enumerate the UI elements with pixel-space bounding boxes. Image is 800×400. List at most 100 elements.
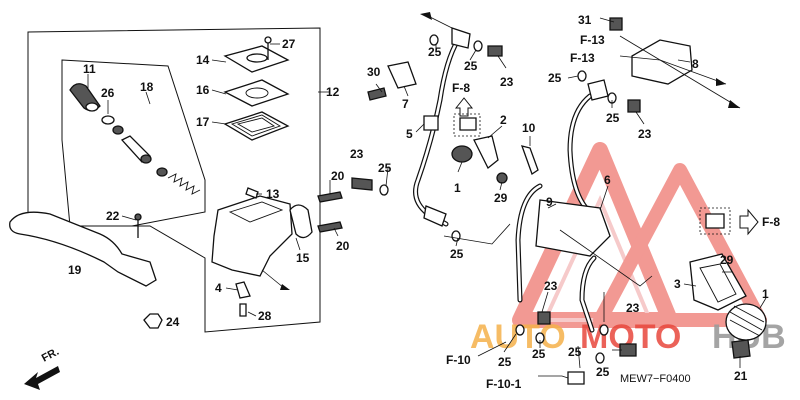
hose-clamp [423, 115, 439, 131]
callout-23c: 23 [638, 127, 652, 141]
callout-25d: 25 [450, 247, 464, 261]
piston-seal [156, 167, 168, 177]
piston-spring [167, 173, 201, 195]
grommet-hatch [729, 305, 765, 337]
callout-23d: 23 [544, 279, 558, 293]
boot-end [85, 102, 99, 112]
callout-31: 31 [578, 13, 592, 27]
callout-29b: 29 [720, 253, 734, 267]
callout-25e: 25 [548, 71, 562, 85]
sealing-washer-j [595, 352, 605, 364]
callout-21: 21 [734, 369, 748, 383]
washer [112, 125, 124, 135]
f8-up-arrow-icon [454, 97, 474, 117]
hose-joint-block [535, 199, 611, 257]
brake-switch [235, 281, 251, 299]
ref-f13-a: F-13 [580, 33, 605, 47]
callout-8: 8 [692, 57, 699, 71]
stay-bolt [496, 172, 508, 184]
f8-ref-box-a [453, 113, 481, 137]
hose-fitting-upper-right [587, 79, 609, 101]
holder-bolt-lower [317, 221, 343, 233]
callout-22: 22 [106, 209, 120, 223]
ref-f8-a: F-8 [452, 81, 470, 95]
callout-25b: 25 [464, 59, 478, 73]
callout-5: 5 [406, 127, 413, 141]
diaphragm [223, 111, 290, 141]
sealing-washer-d [451, 230, 461, 242]
hose-bracket-10 [520, 145, 539, 176]
direction-arrows [24, 12, 759, 390]
callout-26: 26 [101, 86, 115, 100]
arrow-switch-icon [280, 284, 290, 290]
ref-f10-1: F-10-1 [486, 377, 522, 391]
diaphragm-folds [230, 114, 282, 137]
holder-bolt-upper [317, 191, 343, 203]
callout-25h: 25 [532, 347, 546, 361]
callout-30: 30 [367, 65, 381, 79]
callout-17: 17 [196, 115, 210, 129]
hose-end-fitting [567, 371, 585, 385]
callout-24: 24 [166, 315, 180, 329]
oil-bolt-c [627, 99, 641, 113]
bracket-inner [699, 263, 737, 303]
callout-20a: 20 [331, 169, 345, 183]
callout-7: 7 [402, 97, 409, 111]
callout-3: 3 [674, 277, 681, 291]
callout-numbers: 11 18 26 14 16 17 27 12 13 22 19 15 4 28… [68, 13, 769, 383]
callout-13: 13 [266, 187, 280, 201]
callout-19: 19 [68, 263, 82, 277]
arrow-right-2-icon [716, 78, 726, 86]
sealing-washer-i [599, 324, 609, 336]
f8-screw-b [705, 213, 725, 229]
ref-f13-b: F-13 [570, 51, 595, 65]
arrow-top-left-icon [420, 12, 432, 20]
ref-f8-b: F-8 [762, 215, 780, 229]
oil-bolt-a [487, 45, 503, 57]
callout-27: 27 [282, 37, 296, 51]
pivot-bolt-head [134, 213, 142, 221]
sealing-washer-b [473, 40, 483, 52]
callout-20b: 20 [336, 239, 350, 253]
callout-10: 10 [522, 121, 536, 135]
callout-1b: 1 [762, 287, 769, 301]
oil-bolt-d [537, 311, 551, 325]
callout-28: 28 [258, 309, 272, 323]
hose-fitting-top [451, 27, 471, 49]
callout-11: 11 [83, 62, 96, 76]
hose-guide-7 [387, 61, 417, 89]
callout-18: 18 [140, 80, 154, 94]
sealing-washer-g [515, 324, 525, 336]
grommet-right [725, 303, 767, 341]
sealing-washer-a [429, 34, 439, 46]
f8-right-arrow-icon [739, 208, 759, 236]
oil-bolt-e [619, 343, 637, 357]
callout-25c: 25 [378, 161, 392, 175]
reservoir-opening [228, 201, 284, 223]
master-cylinder-holder [289, 204, 313, 239]
joint-bolt-31 [609, 17, 623, 31]
callout-15: 15 [296, 251, 310, 265]
callout-25j: 25 [596, 365, 610, 379]
callout-29a: 29 [494, 191, 508, 205]
callout-23e: 23 [626, 301, 640, 315]
callout-23a: 23 [500, 75, 514, 89]
ref-f10: F-10 [446, 353, 471, 367]
section-references: F-13 F-13 F-8 F-8 F-10 F-10-1 [446, 33, 780, 391]
callout-25a: 25 [428, 45, 442, 59]
bracket-bolt-21 [731, 339, 751, 359]
callout-25f: 25 [606, 111, 620, 125]
callout-1a: 1 [454, 181, 461, 195]
watermark-text-auto: AUTO [470, 318, 566, 356]
sealing-washer-e [577, 70, 587, 82]
assembly-frame-12 [27, 27, 321, 333]
callout-6: 6 [604, 173, 611, 187]
screw-13 [245, 187, 259, 199]
diagram-code: MEW7−F0400 [620, 373, 691, 385]
arrow-right-icon [728, 100, 740, 108]
callout-25i: 25 [568, 345, 582, 359]
callout-9: 9 [546, 195, 553, 209]
callout-12: 12 [326, 85, 340, 99]
assembly-frame-18 [61, 59, 206, 227]
three-way-joint [631, 39, 693, 85]
